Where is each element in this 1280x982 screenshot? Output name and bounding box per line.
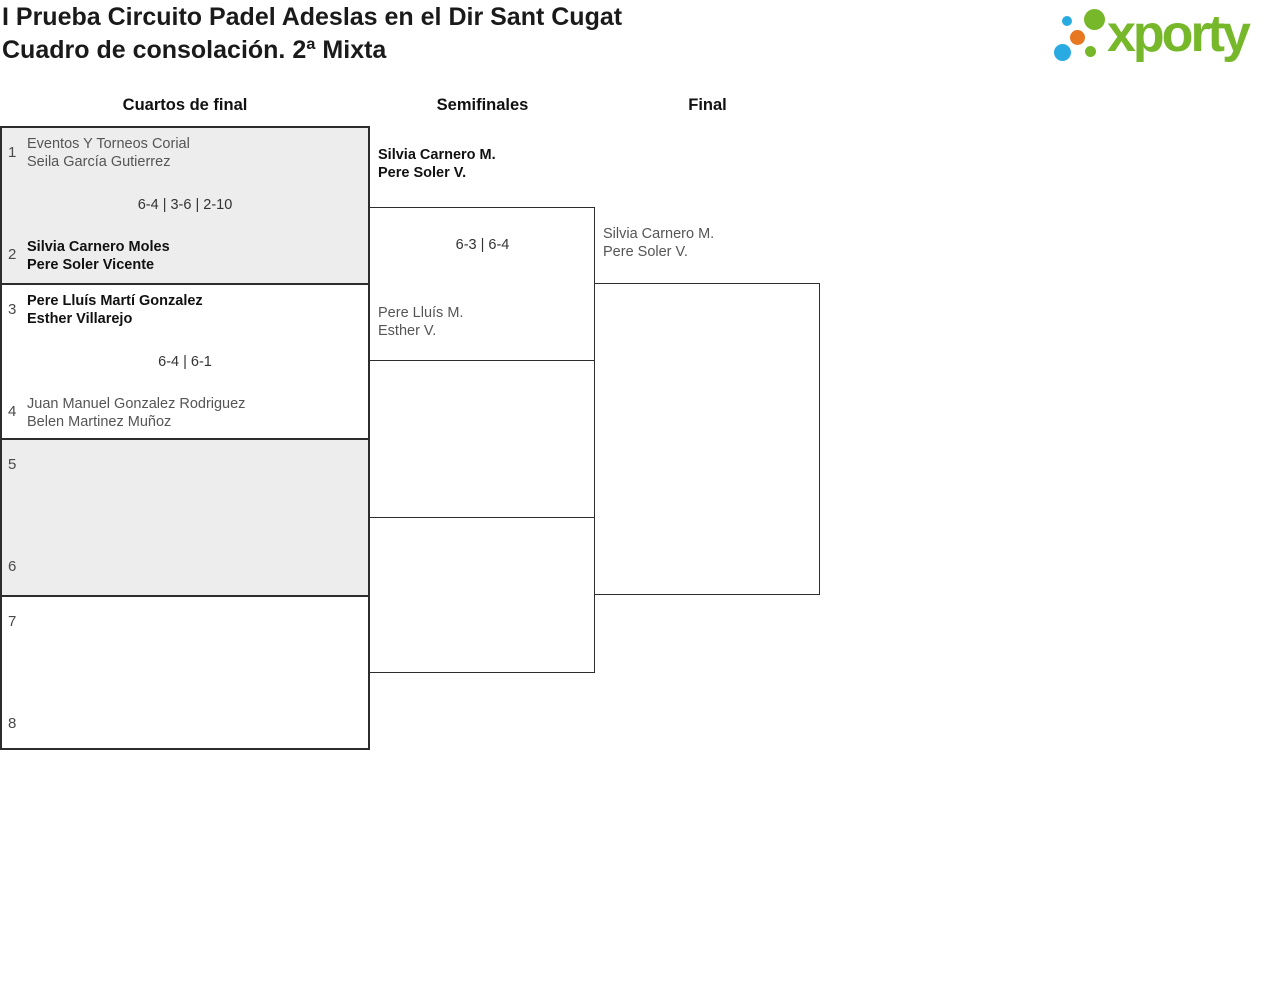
seed-number: 2: [8, 246, 17, 263]
sf1-team-bottom: Pere Lluís M. Esther V.: [378, 304, 463, 340]
player-name: Pere Soler V.: [603, 244, 688, 260]
player-name: Pere Lluís M.: [378, 305, 464, 321]
logo-wordmark: xporty: [1107, 5, 1251, 63]
player-name: Esther V.: [378, 323, 437, 339]
player-name: Esther Villarejo: [27, 311, 133, 327]
qf-match-1-box: 1 Eventos Y Torneos Corial Seila García …: [0, 126, 370, 283]
seed-number: 7: [8, 613, 17, 630]
player-name: Silvia Carnero Moles: [27, 239, 170, 255]
sf1-team-top: Silvia Carnero M. Pere Soler V.: [378, 146, 496, 182]
xporty-logo[interactable]: xporty: [1045, 0, 1273, 72]
logo-dot-icon: [1070, 30, 1085, 45]
final-match-box: [593, 283, 820, 595]
player-name: Belen Martinez Muñoz: [27, 414, 172, 430]
player-name: Juan Manuel Gonzalez Rodriguez: [27, 396, 246, 412]
seed-number: 6: [8, 558, 17, 575]
final-team-top: Silvia Carnero M. Pere Soler V.: [603, 225, 714, 261]
round-header-semifinales: Semifinales: [436, 96, 529, 114]
seed-number: 5: [8, 456, 17, 473]
seed-number: 4: [8, 403, 17, 420]
player-name: Silvia Carnero M.: [378, 147, 496, 163]
player-name: Seila García Gutierrez: [27, 154, 171, 170]
seed-number: 1: [8, 144, 17, 161]
player-name: Silvia Carnero M.: [603, 226, 715, 242]
title-line-1: I Prueba Circuito Padel Adeslas en el Di…: [2, 3, 623, 31]
match-score: 6-4 | 3-6 | 2-10: [137, 197, 233, 213]
round-header-cuartos-de-final: Cuartos de final: [122, 96, 248, 114]
qf-match-3-box: 5 6: [0, 438, 370, 595]
match-score: 6-4 | 6-1: [158, 354, 212, 370]
player-name: Eventos Y Torneos Corial: [27, 136, 190, 152]
round-header-final: Final: [688, 96, 727, 114]
seed-number: 8: [8, 715, 17, 732]
player-name: Pere Soler V.: [378, 165, 467, 181]
player-name: Pere Soler Vicente: [27, 257, 155, 273]
qf-match-4-box: 7 8: [0, 595, 370, 750]
logo-dot-icon: [1062, 16, 1072, 26]
title-line-2: Cuadro de consolación. 2ª Mixta: [2, 36, 387, 64]
sf-match-1-box: [368, 207, 595, 361]
qf1-team-top: Eventos Y Torneos Corial Seila García Gu…: [27, 135, 190, 171]
page-title: I Prueba Circuito Padel Adeslas en el Di…: [2, 1, 622, 67]
qf-match-2-box: 3 Pere Lluís Martí Gonzalez Esther Villa…: [0, 283, 370, 438]
logo-dot-icon: [1084, 9, 1105, 30]
logo-dot-icon: [1054, 44, 1071, 61]
qf1-team-bottom: Silvia Carnero Moles Pere Soler Vicente: [27, 238, 170, 274]
player-name: Pere Lluís Martí Gonzalez: [27, 293, 203, 309]
qf2-team-top: Pere Lluís Martí Gonzalez Esther Villare…: [27, 292, 203, 328]
seed-number: 3: [8, 301, 17, 318]
sf1-score: 6-3 | 6-4: [455, 237, 510, 253]
logo-dot-icon: [1085, 46, 1096, 57]
qf2-team-bottom: Juan Manuel Gonzalez Rodriguez Belen Mar…: [27, 395, 245, 431]
sf-match-2-box: [368, 517, 595, 673]
